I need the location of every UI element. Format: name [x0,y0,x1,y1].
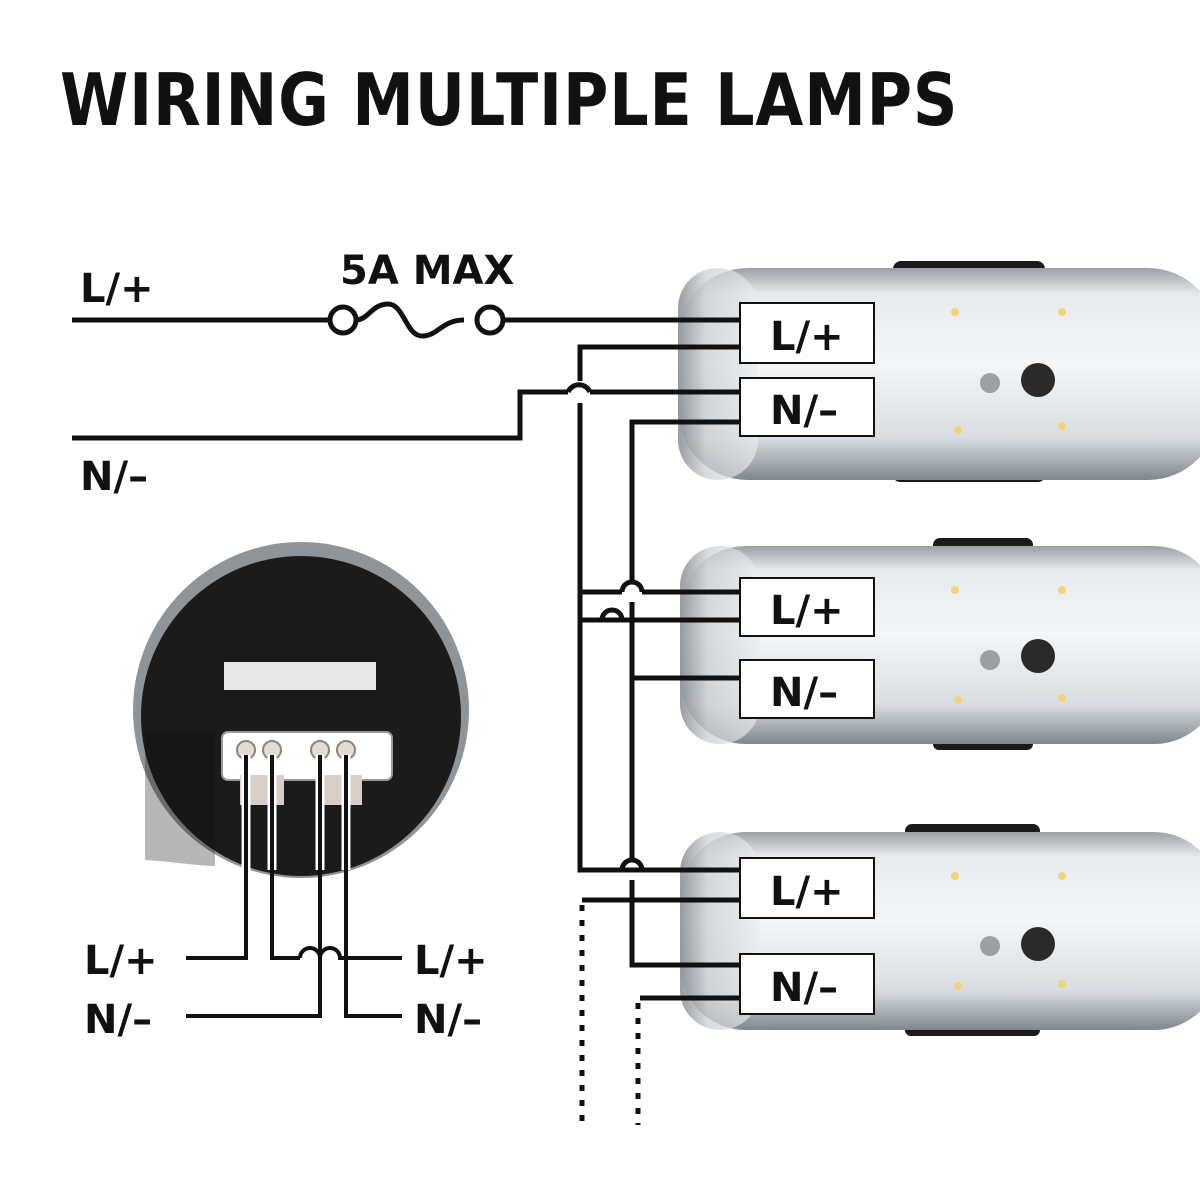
terminal-neutral-label: N/– [770,965,838,1011]
connector-edge-shade [133,732,215,866]
led-dot [954,426,962,434]
terminal-neutral-label: N/– [770,670,838,716]
connector-right-live-label: L/+ [414,938,488,984]
lead-left-neutral [186,755,322,1018]
led-dot [1058,980,1066,988]
page-title: WIRING MULTIPLE LAMPS [60,58,959,142]
connector-window [224,662,376,690]
terminal-box-live [739,302,875,364]
connector-left-neutral-label: N/– [84,997,152,1043]
led-dot [954,982,962,990]
led-dot [951,586,959,594]
lamp-sensor-shadow [980,650,1000,670]
lamp1-terminals: L/+ N/– [739,302,875,437]
lamp-1 [678,261,1200,482]
fuse-rating-label: 5A MAX [340,248,514,294]
lamp-sensor-shadow [980,373,1000,393]
lamp-sensor [1021,927,1055,961]
lead-right-live [270,755,300,960]
terminal-neutral-label: N/– [770,388,838,434]
lamp3-terminals: L/+ N/– [739,857,875,1015]
connector-right-neutral-label: N/– [414,997,482,1043]
lamp-sensor-shadow [980,936,1000,956]
terminal-box-neutral [739,659,875,719]
fuse-terminal-left [327,304,359,336]
supply-neutral-label: N/– [80,454,148,500]
led-dot [1058,586,1066,594]
terminal-box-live [739,577,875,637]
led-dot [1058,422,1066,430]
supply-live-label: L/+ [80,266,154,312]
connector-face [141,556,461,876]
wire-crossover [565,382,593,394]
terminal-live-label: L/+ [770,869,844,915]
neutral-bus [629,419,740,582]
supply-neutral-wire [72,389,568,441]
terminal-box-live [739,857,875,919]
wire-crossover [599,607,625,621]
neutral-bus-4 [629,880,740,968]
terminal-live-label: L/+ [770,314,844,360]
live-bus [577,344,740,381]
lamp-sensor [1021,363,1055,397]
fuse-terminal-right [474,304,506,336]
led-dot [954,696,962,704]
fuse-symbol [355,301,465,339]
led-dot [951,872,959,880]
connector-end-view [133,542,469,878]
led-dot [1058,694,1066,702]
connector-left-live-label: L/+ [84,938,158,984]
lamp2-terminals: L/+ N/– [739,577,875,719]
lead-left-live [186,755,248,960]
supply-wires [72,301,740,1001]
lamp-end-cap [678,268,758,480]
led-dot [1058,872,1066,880]
led-dot [1058,308,1066,316]
led-dot [951,308,959,316]
lead-right-neutral [344,755,402,1018]
wire-crossover [619,579,645,593]
terminal-box-neutral [739,377,875,437]
lamp-sensor [1021,639,1055,673]
terminal-box-neutral [739,953,875,1015]
connector-leads [186,755,402,1018]
continuation-wires [579,905,641,1125]
lead-crossover [298,946,346,960]
connector-latch [318,775,362,805]
terminal-live-label: L/+ [770,588,844,634]
